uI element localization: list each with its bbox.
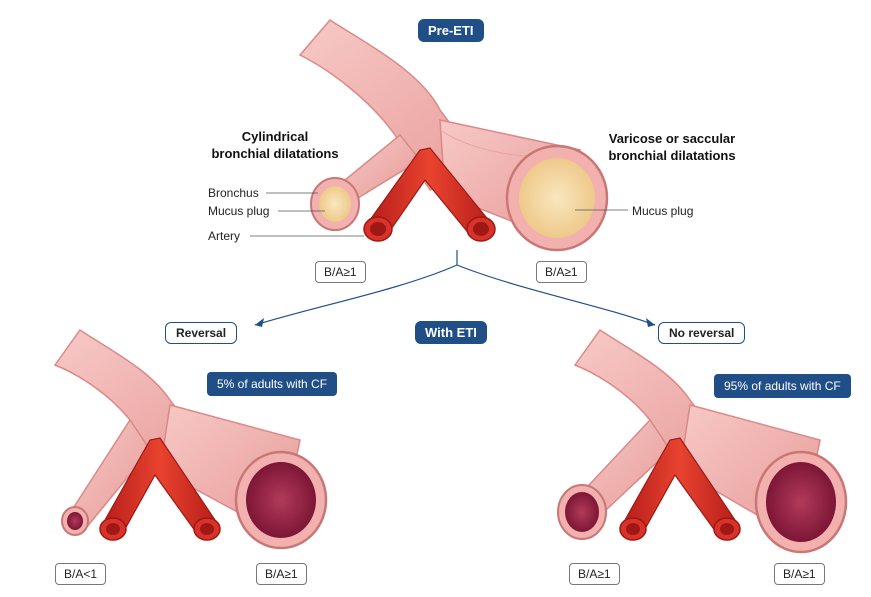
pre-eti-ratio-right: B/A≥1 [536, 261, 587, 283]
reversal-large-lumen [246, 462, 316, 538]
no-reversal-illustration [558, 330, 846, 552]
cylindrical-heading-line2: bronchial dilatations [200, 145, 350, 162]
cylindrical-heading-line1: Cylindrical [200, 128, 350, 145]
varicose-heading: Varicose or saccular bronchial dilatatio… [597, 130, 747, 164]
pre-eti-ratio-left: B/A≥1 [315, 261, 366, 283]
bronchus-label: Bronchus [208, 186, 259, 200]
mucus-plug-right-label: Mucus plug [632, 204, 693, 218]
no-reversal-stat: 95% of adults with CF [714, 374, 851, 398]
no-reversal-label: No reversal [658, 322, 745, 344]
pre-eti-badge: Pre-ETI [418, 19, 484, 42]
reversal-stat: 5% of adults with CF [207, 372, 337, 396]
artery-label: Artery [208, 229, 240, 243]
with-eti-badge: With ETI [415, 321, 487, 344]
reversal-label: Reversal [165, 322, 237, 344]
mucus-plug-left-label: Mucus plug [208, 204, 269, 218]
right-mucus-plug [519, 158, 595, 238]
varicose-heading-line1: Varicose or saccular [597, 130, 747, 147]
no-reversal-small-lumen [565, 492, 599, 532]
reversal-ratio-left: B/A<1 [55, 563, 106, 585]
reversal-small-lumen [67, 512, 83, 530]
varicose-heading-line2: bronchial dilatations [597, 147, 747, 164]
reversal-illustration [55, 330, 326, 548]
no-reversal-large-lumen [766, 462, 836, 542]
left-mucus-plug [319, 186, 351, 222]
reversal-ratio-right: B/A≥1 [256, 563, 307, 585]
no-reversal-ratio-right: B/A≥1 [774, 563, 825, 585]
no-reversal-ratio-left: B/A≥1 [569, 563, 620, 585]
cylindrical-heading: Cylindrical bronchial dilatations [200, 128, 350, 162]
